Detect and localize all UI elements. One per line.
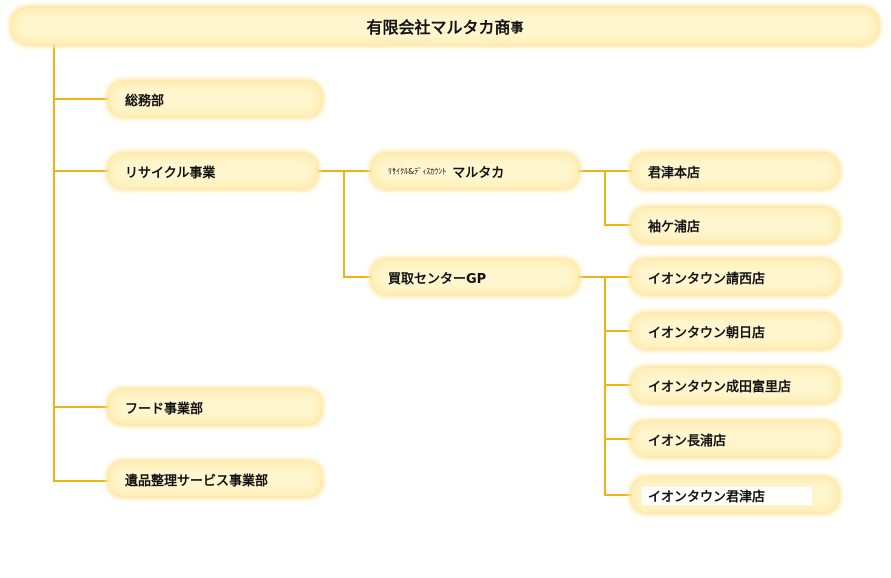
store-kimitsu-honten: 君津本店 xyxy=(632,154,838,188)
store-label: イオンタウン朝日店 xyxy=(648,325,766,341)
dept-food: フード事業部 xyxy=(109,390,321,424)
store-label: イオンタウン成田富里店 xyxy=(648,379,792,395)
store-aeontown-narita-tomisato: イオンタウン成田富里店 xyxy=(632,368,838,402)
dept-recycle-label: リサイクル事業 xyxy=(125,165,216,181)
unit-discount: ﾘｻｲｸﾙ&ﾃﾞｨｽｶｳﾝﾄ マルタカ xyxy=(372,154,578,188)
store-label: イオンタウン請西店 xyxy=(648,271,766,287)
unit-discount-name: マルタカ xyxy=(452,165,505,181)
dept-ihin-label: 遺品整理サービス事業部 xyxy=(125,473,269,489)
connector-soumu xyxy=(53,98,109,100)
company-root-box: 有限会社マルタカ商事 xyxy=(12,8,878,44)
dept-recycle: リサイクル事業 xyxy=(109,154,317,188)
discount-stores-vertical xyxy=(604,170,606,226)
store-label: イオン長浦店 xyxy=(648,433,727,449)
store-label: 袖ケ浦店 xyxy=(648,219,701,235)
unit-kaitori-label: 買取センターGP xyxy=(388,271,487,287)
connector-narita xyxy=(604,384,632,386)
kaitori-stores-vertical xyxy=(604,276,606,496)
connector-sodegaura xyxy=(604,224,632,226)
unit-kaitori: 買取センターGP xyxy=(372,260,578,294)
trunk-line xyxy=(53,40,55,482)
label-white-band xyxy=(642,487,812,505)
store-aeontown-asahi: イオンタウン朝日店 xyxy=(632,314,838,348)
dept-food-label: フード事業部 xyxy=(125,401,204,417)
connector-ihin xyxy=(53,480,109,482)
store-sodegaura: 袖ケ浦店 xyxy=(632,208,838,242)
connector-kaitori xyxy=(343,276,372,278)
connector-recycle xyxy=(53,170,109,172)
recycle-branch-vertical xyxy=(343,170,345,278)
store-aeontown-jozai: イオンタウン請西店 xyxy=(632,260,838,294)
unit-discount-prefix: ﾘｻｲｸﾙ&ﾃﾞｨｽｶｳﾝﾄ xyxy=(388,166,447,176)
company-name-suffix: 事 xyxy=(510,20,524,36)
store-aeontown-kimitsu: イオンタウン君津店 xyxy=(632,478,838,512)
dept-soumu-label: 総務部 xyxy=(125,93,165,109)
company-name: 有限会社マルタカ商 xyxy=(366,18,511,37)
connector-asahi xyxy=(604,330,632,332)
connector-food xyxy=(53,406,109,408)
connector-kimitsu xyxy=(604,494,632,496)
connector-nagaura xyxy=(604,438,632,440)
dept-ihin: 遺品整理サービス事業部 xyxy=(109,462,321,496)
store-aeon-nagaura: イオン長浦店 xyxy=(632,422,838,456)
dept-soumu: 総務部 xyxy=(109,82,321,116)
store-label: 君津本店 xyxy=(648,165,701,181)
store-label: イオンタウン君津店 xyxy=(648,489,766,505)
